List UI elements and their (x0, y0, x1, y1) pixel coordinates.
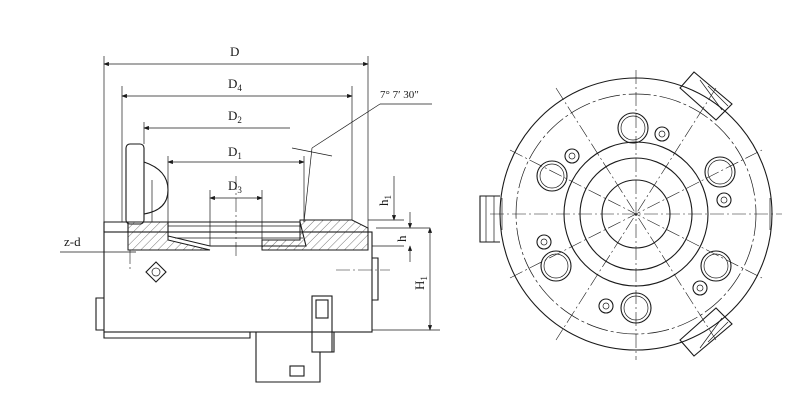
chuck-body-outline (103, 231, 373, 333)
taper-line (303, 147, 313, 223)
angle-leader (311, 103, 381, 149)
label-h: h (394, 235, 409, 242)
hole-right-small (716, 192, 732, 208)
label-zd: z-d (64, 234, 81, 249)
jaw-line-a (699, 79, 723, 111)
label-H1: H1 (412, 276, 429, 290)
hole-lower-left-large (540, 250, 572, 282)
hole-left-large-inner (539, 163, 565, 189)
hole-left-small-inner (568, 152, 576, 160)
hole-right-large (704, 156, 736, 188)
hole-lower-right-small (692, 280, 708, 296)
jaw-line-d (707, 321, 729, 343)
hole-bottom-small-inner (602, 302, 610, 310)
key-socket-hole (151, 267, 161, 277)
hole-lower-left-small (536, 234, 552, 250)
hole-top-small-inner (658, 130, 666, 138)
hole-top-large (617, 112, 649, 144)
jaw-slide (311, 295, 333, 353)
top-right-jaw-block (679, 71, 733, 121)
label-D2: D2 (228, 108, 242, 125)
bottom-step-left (95, 297, 104, 331)
section-hatch-right (261, 219, 369, 251)
label-D: D (230, 44, 239, 59)
bottom-adjuster (255, 332, 335, 383)
label-D1: D1 (228, 144, 242, 161)
front-diagonal-d (509, 149, 763, 279)
hole-lower-right-large (700, 250, 732, 282)
key-socket-diamond (145, 261, 167, 283)
hole-left-small (564, 148, 580, 164)
jaw-curve (143, 161, 169, 215)
side-tab (372, 257, 379, 301)
hole-bottom-large (620, 292, 652, 324)
hole-lower-right-small-inner (696, 284, 704, 292)
hole-bottom-large-inner (623, 295, 649, 321)
jaw-line-b (707, 85, 729, 107)
hole-right-small-inner (720, 196, 728, 204)
angle-arc-hint (291, 147, 333, 157)
section-view (60, 56, 440, 383)
adjuster-notch (289, 365, 305, 377)
jaw-line-c (699, 317, 723, 349)
hole-lower-right-large-inner (703, 253, 729, 279)
bottom-right-jaw-block (679, 307, 733, 357)
label-D4: D4 (228, 76, 242, 93)
hole-right-large-inner (707, 159, 733, 185)
hole-lower-left-small-inner (540, 238, 548, 246)
label-h1: h1 (376, 195, 393, 206)
hole-bottom-small (598, 298, 614, 314)
label-D3: D3 (228, 178, 242, 195)
hole-top-large-inner (620, 115, 646, 141)
front-view (479, 70, 782, 360)
hole-lower-left-large-inner (543, 253, 569, 279)
hole-top-small (654, 126, 670, 142)
left-key-block (479, 195, 500, 243)
center-bore (167, 221, 307, 247)
bottom-lip (103, 332, 251, 339)
hole-left-large (536, 160, 568, 192)
jaw-pin (125, 143, 145, 225)
section-hatch-left (127, 221, 211, 251)
left-shoulder (103, 221, 129, 232)
label-angle: 7° 7′ 30″ (380, 89, 419, 101)
jaw-slide-head (315, 299, 329, 319)
